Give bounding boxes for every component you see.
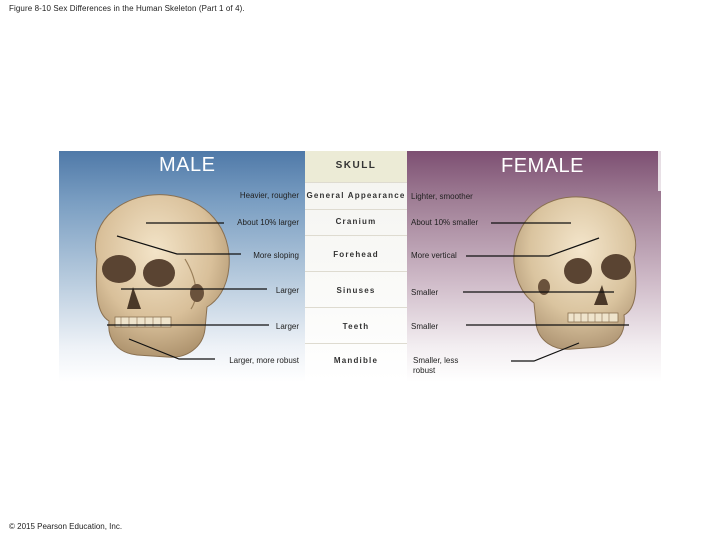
male-cranium: About 10% larger (237, 218, 299, 227)
slide-title: Figure 8-10 Sex Differences in the Human… (9, 4, 245, 13)
row-divider (305, 271, 407, 272)
male-general-appearance: Heavier, rougher (239, 191, 299, 200)
feature-general-appearance: General Appearance (306, 191, 406, 200)
skull-header-band (305, 151, 407, 182)
male-header: MALE (159, 154, 216, 176)
row-divider (305, 307, 407, 308)
female-header: FEMALE (501, 155, 585, 177)
male-mandible: Larger, more robust (229, 356, 299, 365)
male-skull-illustration (95, 194, 230, 358)
feature-cranium: Cranium (335, 217, 377, 226)
female-general-appearance: Lighter, smoother (411, 192, 473, 201)
female-mandible: Smaller, less robust (413, 356, 459, 375)
female-teeth: Smaller (411, 322, 439, 331)
feature-mandible: Mandible (333, 356, 379, 365)
feature-forehead: Forehead (333, 250, 379, 259)
copyright-notice: © 2015 Pearson Education, Inc. (9, 522, 123, 531)
leader-lines (107, 222, 629, 362)
male-teeth: Larger (275, 322, 299, 331)
skull-comparison-figure: MALE SKULL FEMALE Heavier, rougher Gener… (59, 151, 661, 382)
feature-teeth: Teeth (342, 322, 370, 331)
skull-header: SKULL (335, 160, 377, 171)
female-cranium: About 10% smaller (411, 218, 479, 227)
row-divider (305, 182, 407, 183)
feature-sinuses: Sinuses (336, 286, 376, 295)
female-panel-edge (658, 151, 661, 191)
male-forehead: More sloping (253, 251, 299, 260)
male-sinuses: Larger (275, 286, 299, 295)
row-divider (305, 235, 407, 236)
row-divider (305, 343, 407, 344)
female-forehead: More vertical (411, 251, 457, 260)
female-skull-illustration (513, 196, 637, 350)
female-sinuses: Smaller (411, 288, 439, 297)
row-divider (305, 209, 407, 210)
